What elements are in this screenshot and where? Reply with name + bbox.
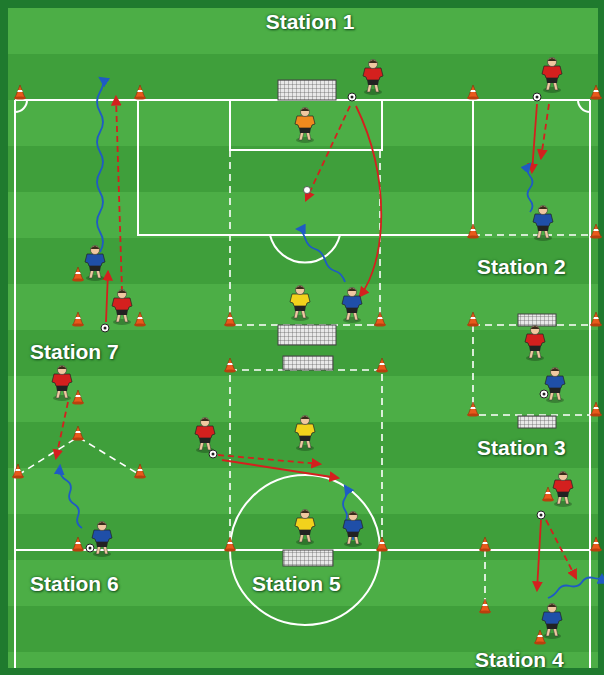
station-label: Station 3 — [477, 436, 566, 460]
goals — [278, 80, 556, 566]
balls — [86, 93, 548, 552]
station-label: Station 7 — [30, 340, 119, 364]
grass — [8, 8, 598, 668]
station-label: Station 6 — [30, 572, 119, 596]
station-label: Station 5 — [252, 572, 341, 596]
station-label: Station 4 — [475, 648, 564, 672]
station-label: Station 1 — [266, 10, 355, 34]
cones — [12, 85, 602, 645]
movement-arrows — [56, 78, 602, 598]
ball-target — [304, 187, 311, 194]
pitch-lines — [15, 100, 590, 668]
station-zones — [18, 150, 598, 612]
station-label: Station 2 — [477, 255, 566, 279]
players — [52, 58, 573, 640]
